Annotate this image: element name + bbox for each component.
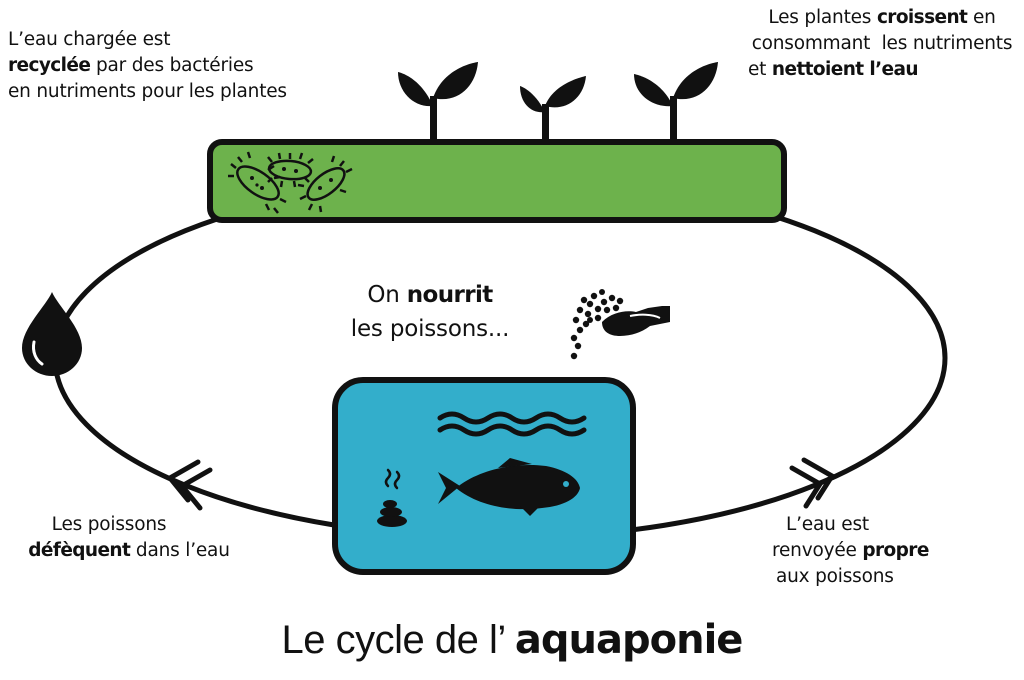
feeding-label-pre: On (367, 282, 407, 308)
feeding-label-bold: nourrit (406, 282, 494, 308)
plant-icon-1 (398, 62, 478, 144)
plant-icon-2 (520, 76, 586, 144)
arrow-icon-right (789, 457, 836, 509)
plants-label: Les plantes croissent en consommant les … (742, 5, 1022, 83)
plants-label-bold2: nettoient l’eau (771, 59, 919, 80)
return-label-bold: propre (862, 540, 929, 561)
recycling-label-line2: par des bactéries (90, 55, 254, 76)
return-label: L’eau est renvoyée propre aux poissons (772, 512, 929, 590)
recycling-label-line3: en nutriments pour les plantes (8, 81, 287, 102)
plants-label-line3-pre: et (748, 59, 772, 80)
plant-icon-3 (634, 62, 718, 144)
feeding-label-line2: les poissons... (350, 316, 510, 342)
plants-label-bold1: croissent (876, 7, 968, 28)
return-label-line1: L’eau est (786, 514, 869, 535)
water-drop-icon (22, 292, 82, 376)
defecation-label-bold: défèquent (28, 540, 131, 561)
page-title: Le cycle de l’ aquaponie (0, 612, 1024, 668)
defecation-label: Les poissons défèquent dans l’eau (14, 512, 244, 564)
title-bold: aquaponie (514, 617, 744, 663)
defecation-label-line2: dans l’eau (130, 540, 230, 561)
grow-bed (207, 139, 787, 223)
title-prefix: Le cycle de l’ (281, 618, 515, 662)
defecation-label-line1: Les poissons (51, 514, 167, 535)
plants-label-post: en (967, 7, 996, 28)
recycling-label: L’eau chargée est recyclée par des bacté… (8, 27, 287, 105)
water-wave-icon (437, 411, 587, 437)
feeding-label: On nourrit les poissons... (330, 278, 530, 346)
feeding-hand-icon (570, 289, 670, 360)
return-label-line3: aux poissons (776, 566, 894, 587)
plants-label-line2: consommant les nutriments (751, 33, 1013, 54)
recycling-label-line1: L’eau chargée est (8, 29, 171, 50)
recycling-label-bold: recyclée (8, 55, 91, 76)
fish-icon (438, 458, 580, 516)
arrow-icon-left (166, 459, 213, 511)
return-label-pre: renvoyée (772, 540, 863, 561)
poop-icon (377, 468, 407, 527)
plants-label-pre: Les plantes (768, 7, 877, 28)
bacteria-icon (228, 151, 353, 214)
